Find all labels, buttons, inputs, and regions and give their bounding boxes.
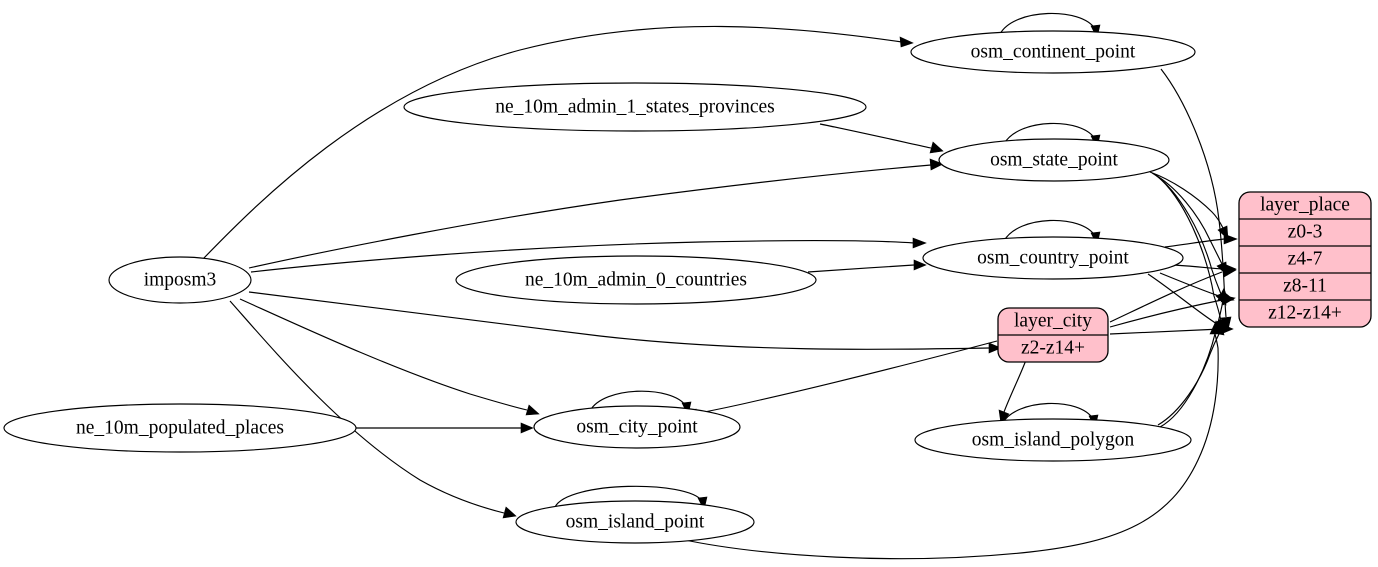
edge-osm_state_point-to-layer_place-z4-7 [1151, 172, 1223, 265]
record-row-z12-z14plus[interactable]: z12-z14+ [1268, 302, 1342, 323]
node-label: osm_city_point [576, 416, 698, 437]
node-osm_island_polygon[interactable]: osm_island_polygon [914, 418, 1192, 462]
record-node-layer_place[interactable]: layer_place z0-3 z4-7 z8-11 z12-z14+ [1238, 191, 1372, 328]
record-row-z2-z14plus[interactable]: z2-z14+ [1021, 337, 1085, 358]
record-layer: layer_place z0-3 z4-7 z8-11 z12-z14+ lay… [997, 191, 1372, 363]
edge-imposm3-to-osm_country_point [250, 240, 915, 273]
edge-self-loop-osm_state_point [1003, 122, 1096, 145]
edge-osm_state_point-to-layer_place-z12 [1155, 174, 1222, 322]
edge-layer [202, 12, 1238, 560]
arrow-head [899, 36, 914, 48]
arrow-head [525, 404, 540, 416]
node-ne_10m_populated_places[interactable]: ne_10m_populated_places [3, 403, 357, 453]
node-label: osm_continent_point [971, 41, 1136, 62]
node-label: osm_country_point [977, 247, 1129, 268]
node-label: ne_10m_admin_1_states_provinces [495, 96, 774, 117]
node-osm_island_point[interactable]: osm_island_point [515, 500, 755, 544]
node-ne_10m_admin_1_states_provinces[interactable]: ne_10m_admin_1_states_provinces [403, 82, 867, 132]
node-shape[interactable] [403, 82, 867, 132]
edge-self-loop-osm_continent_point [999, 12, 1096, 35]
node-imposm3[interactable]: imposm3 [108, 256, 252, 304]
record-row-title-layer_place: layer_place [1260, 194, 1350, 215]
node-label: osm_island_point [566, 511, 705, 532]
edge-layer_city-to-layer_place-z4-7 [1109, 271, 1223, 323]
edge-ne_states-to-osm_state_point [819, 123, 932, 149]
record-row-z4-7[interactable]: z4-7 [1288, 248, 1323, 269]
arrow-head [988, 342, 1002, 354]
node-shape[interactable] [515, 500, 755, 544]
node-shape[interactable] [108, 256, 252, 304]
edge-layer_city-to-layer_place-z8-11 [1109, 299, 1223, 328]
node-osm_state_point[interactable]: osm_state_point [938, 138, 1170, 182]
edge-osm_island_polygon-to-layer_place-z12 [1157, 333, 1220, 426]
edge-osm_island_polygon-to-layer_place-z8-11 [1159, 299, 1224, 428]
edge-layer_city-to-osm_city_point [693, 340, 998, 415]
node-shape[interactable] [922, 236, 1184, 280]
edge-osm_country_point-to-layer_place-z0-3 [1164, 238, 1225, 248]
arrow-head [913, 259, 927, 271]
edge-imposm3-to-osm_state_point [248, 164, 932, 269]
edge-self-loop-osm_island_polygon [1001, 402, 1094, 425]
record-outline[interactable] [1238, 191, 1372, 328]
node-shape[interactable] [910, 30, 1196, 74]
node-label: ne_10m_populated_places [76, 417, 284, 438]
arrow-head [912, 237, 927, 249]
node-label: ne_10m_admin_0_countries [525, 269, 747, 290]
node-shape[interactable] [914, 418, 1192, 462]
edge-imposm3-to-layer_city [248, 291, 990, 350]
arrow-head [502, 506, 517, 519]
arrow-head [929, 141, 944, 154]
node-label: imposm3 [144, 269, 217, 290]
arrow-head [1209, 320, 1221, 335]
record-row-title-layer_city: layer_city [1014, 310, 1092, 331]
node-shape[interactable] [455, 255, 817, 305]
arrow-head [1223, 233, 1238, 245]
node-shape[interactable] [533, 405, 741, 449]
node-osm_country_point[interactable]: osm_country_point [922, 236, 1184, 280]
edge-imposm3-to-osm_continent_point [202, 25, 903, 260]
arrow-head [1217, 287, 1229, 302]
edge-self-loop-osm_country_point [1003, 219, 1096, 242]
record-node-layer_city[interactable]: layer_city z2-z14+ [997, 307, 1109, 363]
edge-ne_countries-to-osm_country_point [807, 264, 915, 273]
node-osm_continent_point[interactable]: osm_continent_point [910, 30, 1196, 74]
arrow-head [929, 158, 944, 171]
edge-layer_city-to-layer_place-z12 [1109, 328, 1222, 335]
edge-osm_state_point-to-layer_place-z0-3 [1149, 171, 1224, 229]
edge-self-loop-osm_island_point [554, 485, 703, 508]
edge-layer_city-to-osm_island_polygon [1003, 359, 1027, 413]
edge-osm_continent_point-to-layer_place-z12 [1160, 68, 1227, 318]
arrow-head [1221, 266, 1237, 278]
edge-osm_state_point-to-layer_place-z8-11 [1153, 173, 1222, 295]
arrow-head [520, 422, 534, 434]
edge-imposm3-to-osm_island_point [229, 300, 505, 514]
node-layer: imposm3 ne_10m_admin_1_states_provinces … [3, 30, 1196, 544]
node-ne_10m_admin_0_countries[interactable]: ne_10m_admin_0_countries [455, 255, 817, 305]
node-shape[interactable] [3, 403, 357, 453]
edge-osm_country_point-to-layer_place-z4-7 [1172, 264, 1225, 270]
edge-imposm3-to-osm_city_point [239, 298, 528, 411]
record-row-z8-11[interactable]: z8-11 [1283, 275, 1327, 296]
edge-osm_country_point-to-layer_place-z8-11 [1159, 272, 1223, 298]
node-label: osm_island_polygon [972, 429, 1135, 450]
node-osm_city_point[interactable]: osm_city_point [533, 405, 741, 449]
edge-self-loop-osm_city_point [589, 390, 687, 412]
record-row-z0-3[interactable]: z0-3 [1288, 221, 1323, 242]
node-shape[interactable] [938, 138, 1170, 182]
edge-osm_country_point-to-layer_place-z12 [1147, 273, 1218, 325]
node-label: osm_state_point [990, 149, 1118, 170]
edge-osm_island_point-to-layer_place-z12 [679, 333, 1219, 560]
